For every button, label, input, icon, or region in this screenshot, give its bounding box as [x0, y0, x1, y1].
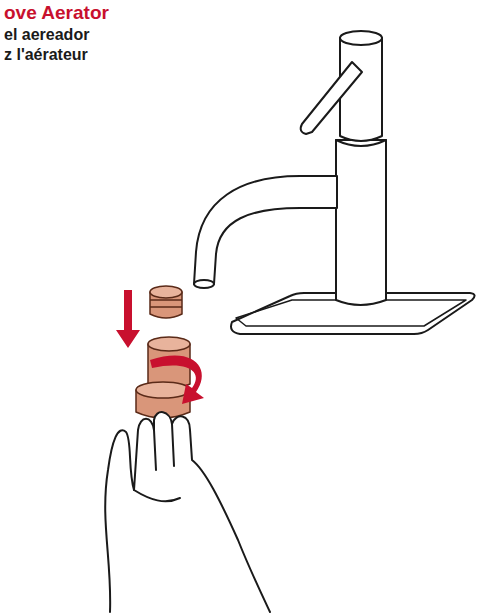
aerator-ring-top — [136, 382, 190, 398]
handle-top — [340, 31, 382, 45]
faucet-lever — [301, 62, 362, 134]
aerator-housing-top — [148, 337, 190, 351]
hand — [105, 412, 270, 612]
step-translation: el aereador — [3, 26, 90, 44]
spout-tip — [194, 280, 214, 288]
rotate-arrow — [150, 355, 204, 404]
aerator-threads — [150, 300, 182, 307]
aerator-insert-top — [150, 286, 182, 298]
step-translation: z l'aérateur — [3, 46, 89, 64]
step-title: ove Aerator — [3, 2, 110, 24]
finger-lines — [154, 424, 174, 470]
handle-ring — [336, 140, 386, 146]
down-arrow — [116, 290, 140, 348]
hand-crease — [134, 490, 180, 501]
faucet-body — [336, 140, 386, 305]
faucet-spout — [194, 176, 337, 287]
